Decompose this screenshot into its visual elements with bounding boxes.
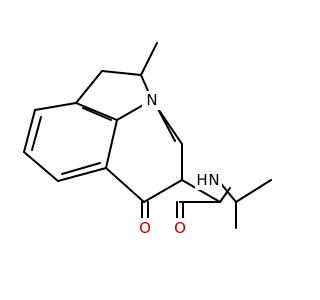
bond: [23, 151, 59, 182]
bond: [105, 119, 118, 169]
bond: [82, 107, 112, 121]
ring-nitrogen-label: N: [146, 91, 157, 109]
bond: [75, 70, 103, 104]
bond: [57, 167, 107, 182]
bond: [140, 42, 158, 76]
label-masks: [136, 91, 222, 238]
bond: [235, 179, 272, 203]
bond: [105, 167, 145, 203]
bond: [75, 102, 118, 121]
bond: [34, 102, 77, 111]
amide-oxygen-label: O: [174, 219, 186, 237]
molecule-diagram: N N H O O: [23, 42, 272, 238]
bond: [61, 162, 101, 175]
label-mask: [136, 218, 154, 238]
bond: [143, 179, 183, 203]
atom-labels: N N H O O: [139, 91, 220, 237]
amide-nitrogen-label: N: [208, 171, 219, 189]
label-mask: [195, 170, 222, 190]
bond: [101, 70, 142, 76]
ketone-oxygen-label: O: [139, 219, 151, 237]
amide-hydrogen-label: H: [196, 171, 207, 189]
label-mask: [171, 218, 189, 238]
bond: [31, 116, 42, 151]
bond: [156, 106, 176, 142]
label-mask: [142, 91, 162, 110]
bond-layer: [23, 42, 272, 229]
bond: [181, 179, 221, 203]
bond: [219, 187, 231, 203]
bond: [23, 109, 36, 153]
structure-canvas: N N H O O: [23, 42, 272, 238]
